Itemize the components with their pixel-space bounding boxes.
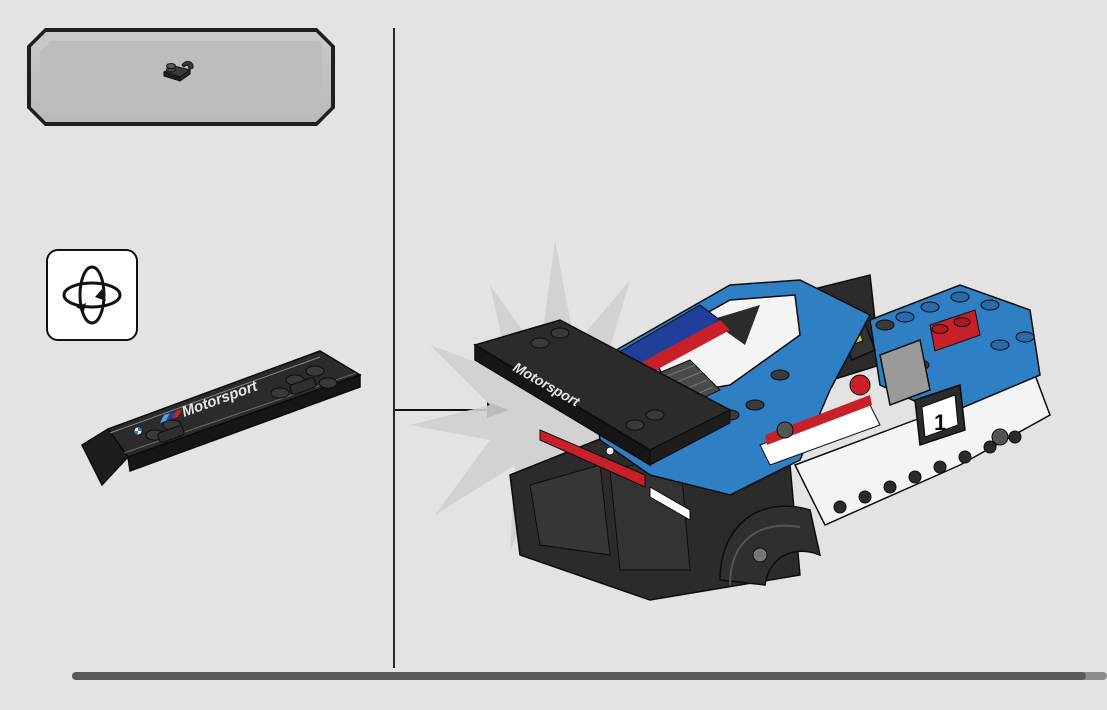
page-progress-bar (72, 672, 1107, 680)
number-plate-label: 1 (934, 410, 946, 435)
clip-plate-piece-icon (160, 56, 206, 86)
step-divider (393, 28, 395, 668)
spoiler-sub-assembly: Motorsport (80, 345, 370, 490)
page-progress-fill (72, 672, 1086, 680)
car-model-assembly: 1 (400, 225, 1060, 605)
rotate-model-icon (46, 249, 138, 341)
